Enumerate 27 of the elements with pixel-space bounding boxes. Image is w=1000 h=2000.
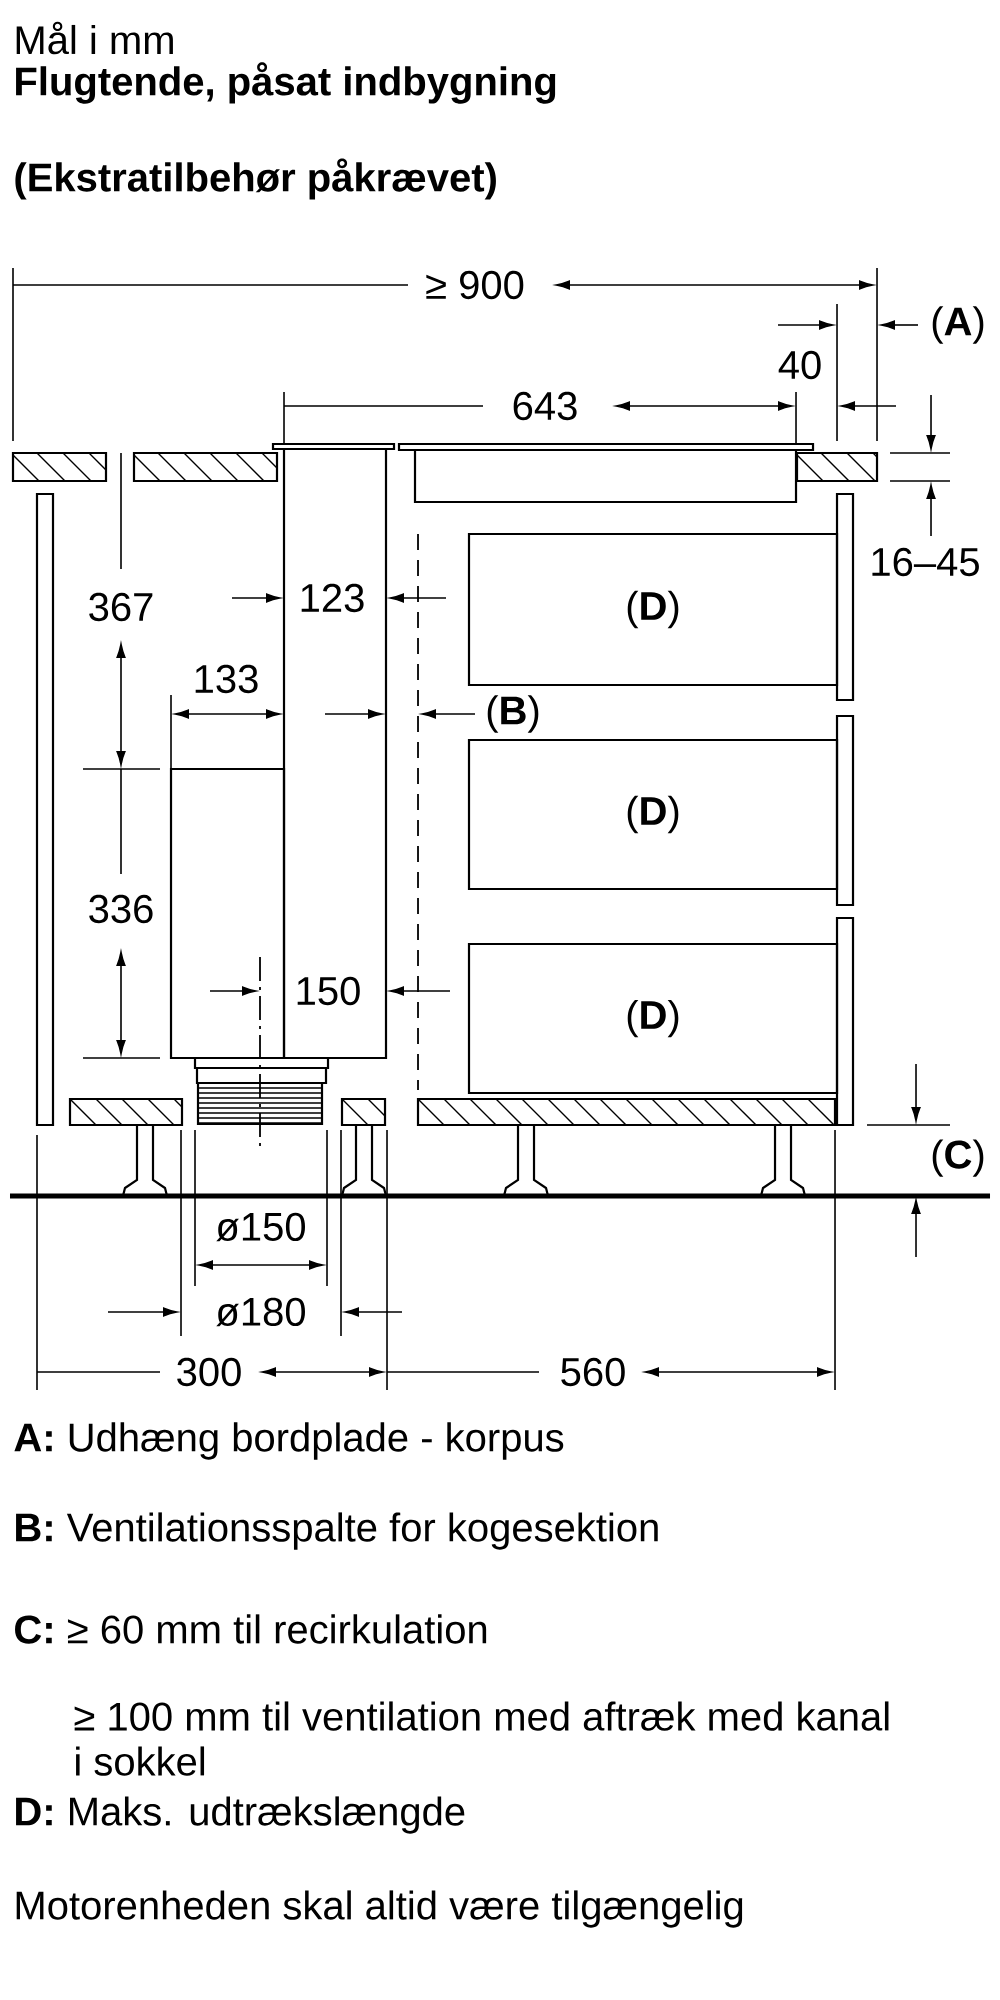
dimension-label: 336	[89, 894, 153, 924]
callout-label: (B)	[487, 695, 539, 733]
note-text: ≥ 100 mm til ventilation med aftræk med kanal i sokkel	[74, 1701, 889, 1776]
dimension-label: 643	[513, 391, 577, 421]
callout-label: (C)	[932, 1139, 984, 1177]
dimension-label: 300	[177, 1357, 241, 1387]
dimension-label: 560	[561, 1357, 625, 1387]
drawer-box: (D)	[467, 738, 839, 891]
drawer-box: (D)	[467, 532, 839, 687]
note-text: C: ≥ 60 mm til recirkulation	[15, 1614, 487, 1644]
heading: Mål i mm	[16, 21, 173, 55]
dimension-label: ≥ 900	[426, 270, 524, 300]
dimension-label: 40	[778, 350, 821, 380]
dimension-label: 133	[195, 664, 258, 694]
heading: Flugtende, påsat indbygning	[16, 62, 556, 104]
note-text: A: Udhæng bordplade - korpus	[14, 1422, 564, 1460]
dimension-label: ø150	[216, 1212, 305, 1242]
dimension-label: ø180	[216, 1297, 305, 1327]
note-text: Motorenheden skal altid være tilgængelig	[16, 1890, 743, 1928]
dimension-label: 150	[297, 976, 360, 1006]
drawer-box: (D)	[467, 942, 839, 1095]
callout-label: (A)	[932, 306, 984, 344]
subheading: (Ekstratilbehør påkrævet)	[15, 158, 496, 200]
note-text: D: Maks. udtrækslængde	[16, 1796, 465, 1834]
dimension-label: 367	[89, 592, 153, 622]
dimension-label: 123	[301, 583, 364, 613]
note-text: B: Ventilationsspalte for kogesektion	[16, 1512, 658, 1550]
